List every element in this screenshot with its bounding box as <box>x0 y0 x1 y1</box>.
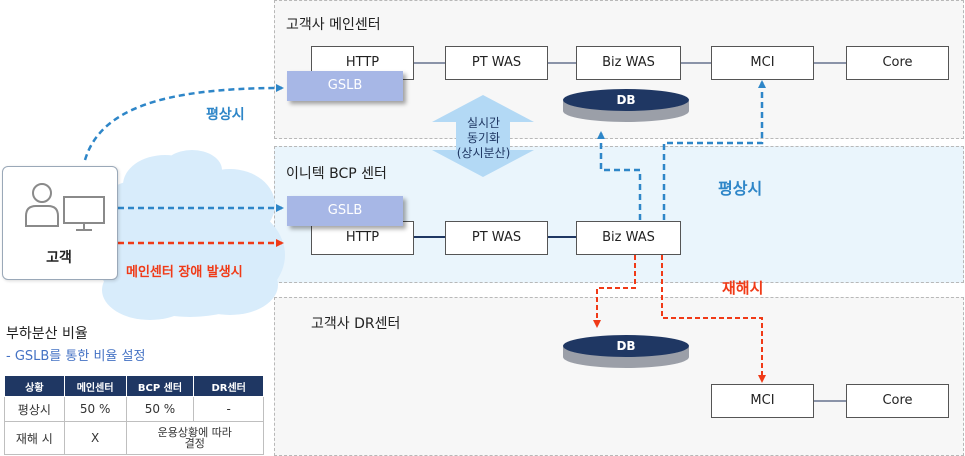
flow-bcp-bizwas-to-main-db <box>597 131 642 220</box>
ratio-table: 상황 메인센터 BCP 센터 DR센터 평상시 50 % 50 % - 재해 시… <box>4 375 265 455</box>
bcp-center-title: 이니텍 BCP 센터 <box>286 166 387 182</box>
dr-mci-node: MCI <box>711 384 814 418</box>
main-ptwas-node: PT WAS <box>445 46 548 80</box>
ratio-cell: 평상시 <box>4 396 65 422</box>
dr-db-label: DB <box>616 339 636 353</box>
ratio-cell: - <box>193 396 264 422</box>
ratio-title: 부하분산 비율 <box>6 326 88 342</box>
ratio-header-row: 상황 메인센터 BCP 센터 DR센터 <box>4 375 264 397</box>
disaster-label: 재해시 <box>722 279 764 297</box>
main-gslb-node: GSLB <box>287 71 403 101</box>
main-mci-node: MCI <box>711 46 814 80</box>
ratio-merged-line-2: 결정 <box>184 437 205 450</box>
normal-label-left: 평상시 <box>206 107 245 123</box>
ratio-cell: 50 % <box>63 396 127 422</box>
ratio-row-normal: 평상시 50 % 50 % - <box>4 396 264 422</box>
main-db-label: DB <box>616 93 636 107</box>
main-core-node: Core <box>846 46 949 80</box>
flow-disaster-to-dr-mci <box>661 255 766 383</box>
customer-label: 고객 <box>46 250 72 266</box>
flow-disaster-to-dr-db <box>593 255 636 328</box>
bcp-gslb-node: GSLB <box>287 196 403 226</box>
ratio-row-disaster: 재해 시 X 운용상황에 따라 결정 <box>4 421 265 455</box>
ratio-cell: 50 % <box>125 396 195 422</box>
ratio-subtitle: - GSLB를 통한 비율 설정 <box>6 349 146 364</box>
main-db-cylinder <box>563 89 689 122</box>
ratio-header-main: 메인센터 <box>63 375 127 397</box>
bcp-ptwas-node: PT WAS <box>445 221 548 255</box>
failure-label: 메인센터 장애 발생시 <box>126 265 243 280</box>
main-bizwas-node: Biz WAS <box>576 46 681 80</box>
ratio-header-bcp: BCP 센터 <box>125 375 195 397</box>
flow-bcp-bizwas-to-main-mci <box>662 80 766 220</box>
ratio-header-situation: 상황 <box>4 375 65 397</box>
flow-normal-to-main-gslb <box>83 84 284 161</box>
ratio-cell: 재해 시 <box>4 421 65 455</box>
ratio-merged-line-1: 운용상황에 따라 <box>157 426 232 439</box>
ratio-cell-merged: 운용상황에 따라 결정 <box>125 421 265 455</box>
sync-line-1: 실시간 <box>466 116 501 130</box>
sync-double-arrow <box>432 95 534 177</box>
ratio-cell: X <box>63 421 127 455</box>
sync-line-3: (상시분산) <box>456 146 511 160</box>
bcp-http-node: HTTP <box>311 221 414 255</box>
normal-label-right: 평상시 <box>718 179 763 198</box>
dr-core-node: Core <box>846 384 949 418</box>
main-center-title: 고객사 메인센터 <box>286 17 381 33</box>
ratio-header-dr: DR센터 <box>193 375 264 397</box>
bcp-bizwas-node: Biz WAS <box>576 221 681 255</box>
monitor-icon <box>63 196 105 231</box>
sync-label: 실시간 동기화 (상시분산) <box>436 116 531 161</box>
user-icon <box>25 183 59 227</box>
dr-db-cylinder <box>563 335 689 368</box>
dr-center-title: 고객사 DR센터 <box>311 316 401 332</box>
sync-line-2: 동기화 <box>466 131 501 145</box>
